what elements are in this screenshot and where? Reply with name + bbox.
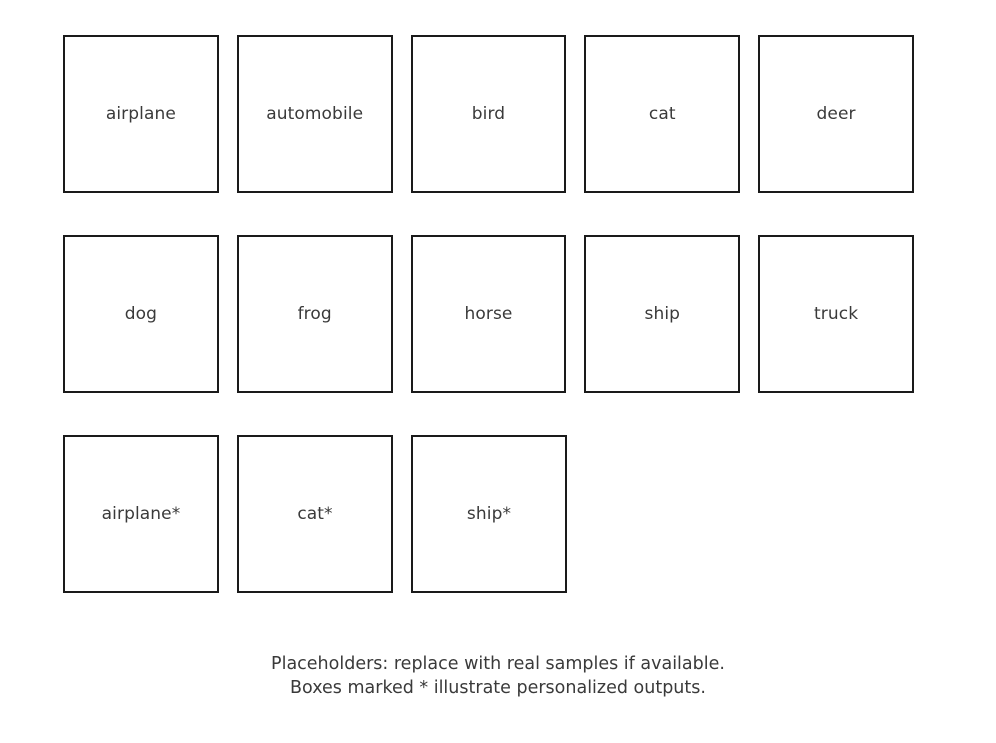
sample-grid-row-1: airplane automobile bird cat deer [63,35,914,193]
sample-box[interactable]: cat [584,35,741,193]
sample-box[interactable]: airplane* [63,435,219,593]
sample-box-label: horse [464,304,513,324]
sample-box-label: deer [816,104,856,124]
sample-box-label: airplane [105,104,176,124]
sample-box[interactable]: automobile [236,35,393,193]
sample-box-label: cat* [297,504,333,524]
sample-box-label: cat [648,104,676,124]
sample-box[interactable]: horse [410,235,567,393]
sample-box[interactable]: airplane [63,35,219,193]
caption-line-2: Boxes marked * illustrate personalized o… [290,678,706,698]
sample-grid: airplane automobile bird cat deer dog fr… [63,35,914,593]
sample-box-label: truck [814,304,859,324]
sample-box[interactable]: ship* [411,435,567,593]
sample-box[interactable]: dog [63,235,219,393]
sample-box-label: ship [644,304,681,324]
figure-caption: Placeholders: replace with real samples … [0,652,996,700]
sample-box[interactable]: deer [758,35,914,193]
sample-grid-row-3: airplane* cat* ship* [63,435,914,593]
sample-box[interactable]: ship [584,235,741,393]
sample-box-label: frog [297,304,332,324]
sample-box[interactable]: cat* [237,435,393,593]
sample-box[interactable]: truck [758,235,914,393]
sample-grid-row-2: dog frog horse ship truck [63,235,914,393]
sample-box[interactable]: bird [410,35,567,193]
sample-box-label: airplane* [101,504,181,524]
sample-box-label: bird [471,104,506,124]
sample-box-label: dog [124,304,158,324]
sample-box-label: automobile [266,104,364,124]
sample-box-label: ship* [466,504,512,524]
caption-line-1: Placeholders: replace with real samples … [271,654,725,674]
sample-box[interactable]: frog [236,235,393,393]
